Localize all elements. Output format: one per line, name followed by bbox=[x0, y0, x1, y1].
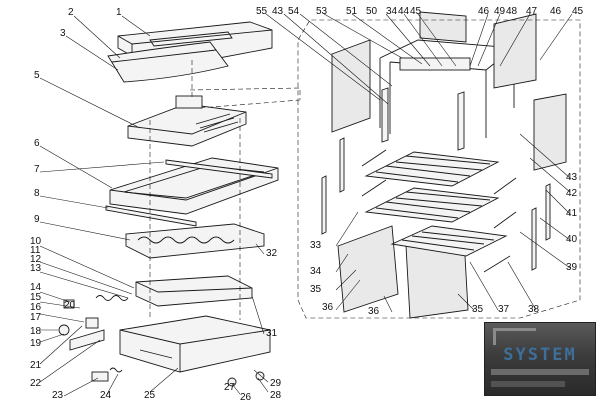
callout-9: 9 bbox=[34, 214, 40, 225]
callout-26: 26 bbox=[240, 392, 252, 403]
part-bars bbox=[105, 159, 273, 227]
part-small-components bbox=[58, 295, 265, 387]
callout-25: 25 bbox=[144, 390, 156, 401]
callout-50: 50 bbox=[366, 6, 378, 17]
callout-43: 43 bbox=[566, 172, 578, 183]
callout-10: 10 bbox=[30, 236, 42, 247]
logo-mark-icon bbox=[493, 328, 536, 345]
logo-text: SYSTEM bbox=[503, 345, 577, 365]
callout-27: 27 bbox=[224, 382, 236, 393]
logo-stripe-lower bbox=[491, 381, 565, 387]
callout-46: 46 bbox=[550, 6, 562, 17]
callout-53: 53 bbox=[316, 6, 328, 17]
callout-labels: 1 2 3 5 6 7 8 9 10 11 12 13 14 15 16 17 … bbox=[30, 6, 584, 403]
callout-29: 29 bbox=[270, 378, 282, 389]
logo-stripe bbox=[491, 369, 589, 375]
callout-8: 8 bbox=[34, 188, 40, 199]
callout-1: 1 bbox=[116, 7, 122, 18]
callout-55: 55 bbox=[256, 6, 268, 17]
leader-lines bbox=[39, 13, 573, 397]
system-logo: SYSTEM bbox=[484, 322, 596, 396]
callout-28: 28 bbox=[270, 390, 282, 401]
callout-34: 34 bbox=[310, 266, 322, 277]
callout-33: 33 bbox=[310, 240, 322, 251]
callout-12: 12 bbox=[30, 254, 42, 265]
callout-16: 16 bbox=[30, 302, 42, 313]
callout-14: 14 bbox=[30, 282, 42, 293]
callout-5: 5 bbox=[34, 70, 40, 81]
callout-38: 38 bbox=[528, 304, 540, 315]
callout-44: 44 bbox=[398, 6, 410, 17]
callout-23: 23 bbox=[52, 390, 64, 401]
callout-6: 6 bbox=[34, 138, 40, 149]
callout-17: 17 bbox=[30, 312, 42, 323]
callout-15: 15 bbox=[30, 292, 42, 303]
callout-35-right: 35 bbox=[472, 304, 484, 315]
callout-20: 20 bbox=[64, 300, 76, 311]
callout-48: 48 bbox=[506, 6, 518, 17]
callout-35-left: 35 bbox=[310, 284, 322, 295]
callout-49: 49 bbox=[494, 6, 506, 17]
callout-47: 47 bbox=[526, 6, 538, 17]
callout-19: 19 bbox=[30, 338, 42, 349]
callout-51: 51 bbox=[346, 6, 358, 17]
callout-46-top: 46 bbox=[478, 6, 490, 17]
callout-40: 40 bbox=[566, 234, 578, 245]
callout-45: 45 bbox=[572, 6, 584, 17]
callout-11: 11 bbox=[30, 245, 41, 256]
dashed-alignment-lines bbox=[149, 60, 301, 320]
callout-18: 18 bbox=[30, 326, 42, 337]
callout-43-top: 43 bbox=[272, 6, 284, 17]
callout-42: 42 bbox=[566, 188, 578, 199]
callout-36-right: 36 bbox=[368, 306, 380, 317]
callout-32: 32 bbox=[266, 248, 278, 259]
part-curved-panel bbox=[107, 41, 229, 83]
callout-7: 7 bbox=[34, 164, 40, 175]
callout-2: 2 bbox=[68, 7, 74, 18]
callout-39: 39 bbox=[566, 262, 578, 273]
callout-13: 13 bbox=[30, 263, 42, 274]
part-base-drawer bbox=[119, 315, 271, 373]
dashed-cabinet-outline bbox=[297, 19, 581, 319]
part-grates bbox=[364, 151, 508, 257]
callout-37: 37 bbox=[498, 304, 510, 315]
callout-36-left: 36 bbox=[322, 302, 334, 313]
part-heating-element bbox=[125, 223, 265, 259]
callout-3: 3 bbox=[60, 28, 66, 39]
callout-31: 31 bbox=[266, 328, 278, 339]
part-control-plate bbox=[127, 95, 247, 147]
callout-22: 22 bbox=[30, 378, 42, 389]
callout-45-top: 45 bbox=[410, 6, 422, 17]
callout-54: 54 bbox=[288, 6, 300, 17]
callout-21: 21 bbox=[30, 360, 42, 371]
part-bracket bbox=[135, 275, 253, 307]
callout-24: 24 bbox=[100, 390, 112, 401]
callout-34-top: 34 bbox=[386, 6, 398, 17]
callout-41: 41 bbox=[566, 208, 578, 219]
part-glass-panels bbox=[331, 11, 567, 319]
part-side-rails bbox=[321, 87, 551, 273]
